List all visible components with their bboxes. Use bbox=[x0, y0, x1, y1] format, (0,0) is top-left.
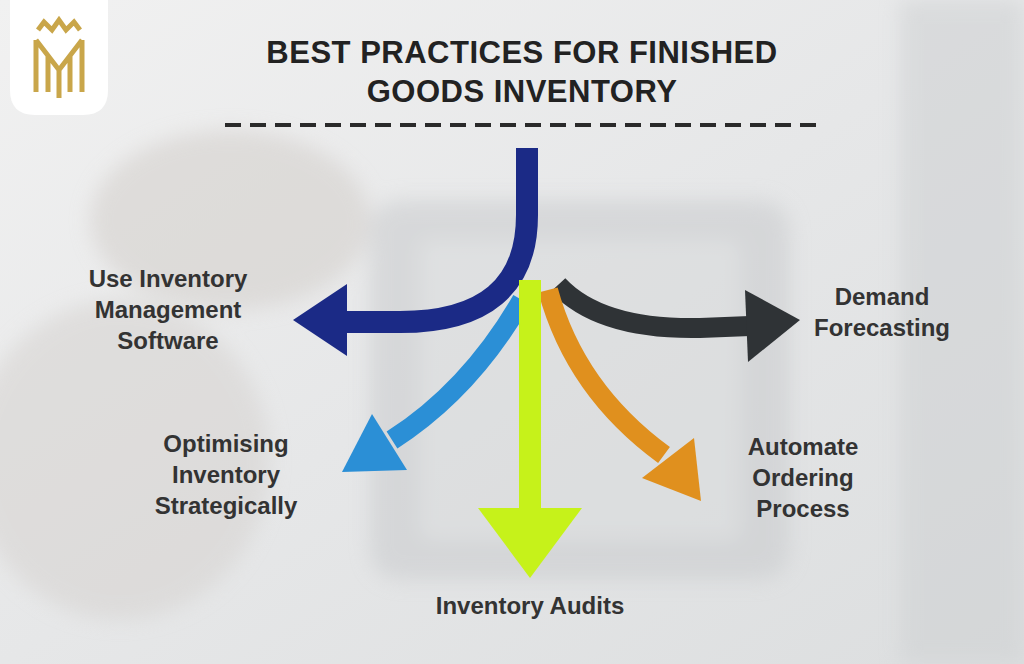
practice-label: Automate Ordering Process bbox=[711, 431, 896, 525]
practice-label: Optimising Inventory Strategically bbox=[126, 428, 326, 522]
practice-label: Use Inventory Management Software bbox=[61, 263, 276, 357]
practice-label: Demand Forecasting bbox=[797, 281, 967, 343]
logo bbox=[10, 0, 108, 115]
diagram-title: BEST PRACTICES FOR FINISHED GOODS INVENT… bbox=[252, 34, 792, 112]
practice-label: Inventory Audits bbox=[380, 590, 680, 621]
